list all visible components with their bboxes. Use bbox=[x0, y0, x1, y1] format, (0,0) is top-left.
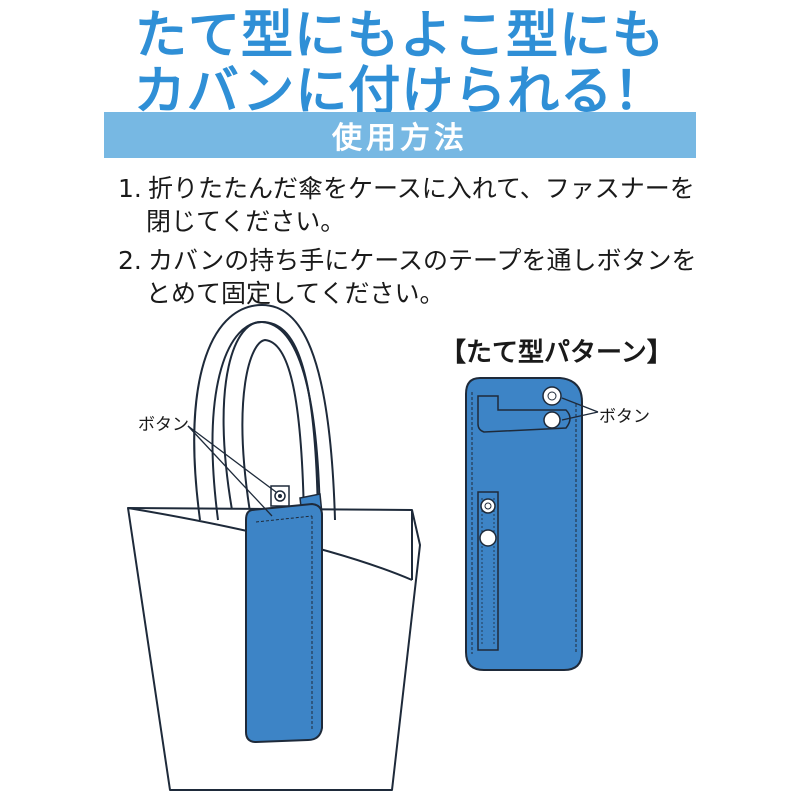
step-text-line-2: 閉じてください。 bbox=[146, 207, 346, 236]
step-number: 2. bbox=[118, 246, 142, 275]
instruction-step-1: 1.折りたたんだ傘をケースに入れて、ファスナーを 閉じてください。 bbox=[118, 172, 718, 238]
label-leader-lines-left bbox=[187, 425, 277, 517]
label-leader-lines-right bbox=[561, 397, 599, 421]
headline-line-1: たて型にもよこ型にも bbox=[134, 6, 665, 66]
instruction-step-2: 2.カバンの持ち手にケースのテープを通しボタンを とめて固定してください。 bbox=[118, 244, 718, 310]
vertical-pattern-case bbox=[465, 377, 583, 671]
section-title-band: 使用方法 bbox=[104, 112, 696, 158]
step-text-line-1: カバンの持ち手にケースのテープを通しボタンを bbox=[148, 246, 697, 275]
step-number: 1. bbox=[118, 174, 142, 203]
button-label-left: ボタン bbox=[138, 415, 189, 435]
button-label-right: ボタン bbox=[599, 407, 650, 427]
pattern-title: 【たて型パターン】 bbox=[440, 338, 673, 368]
section-title: 使用方法 bbox=[332, 121, 468, 156]
step-text-line-2: とめて固定してください。 bbox=[146, 279, 445, 308]
umbrella-case-on-bag bbox=[245, 502, 323, 744]
step-text-line-1: 折りたたんだ傘をケースに入れて、ファスナーを bbox=[148, 174, 695, 203]
